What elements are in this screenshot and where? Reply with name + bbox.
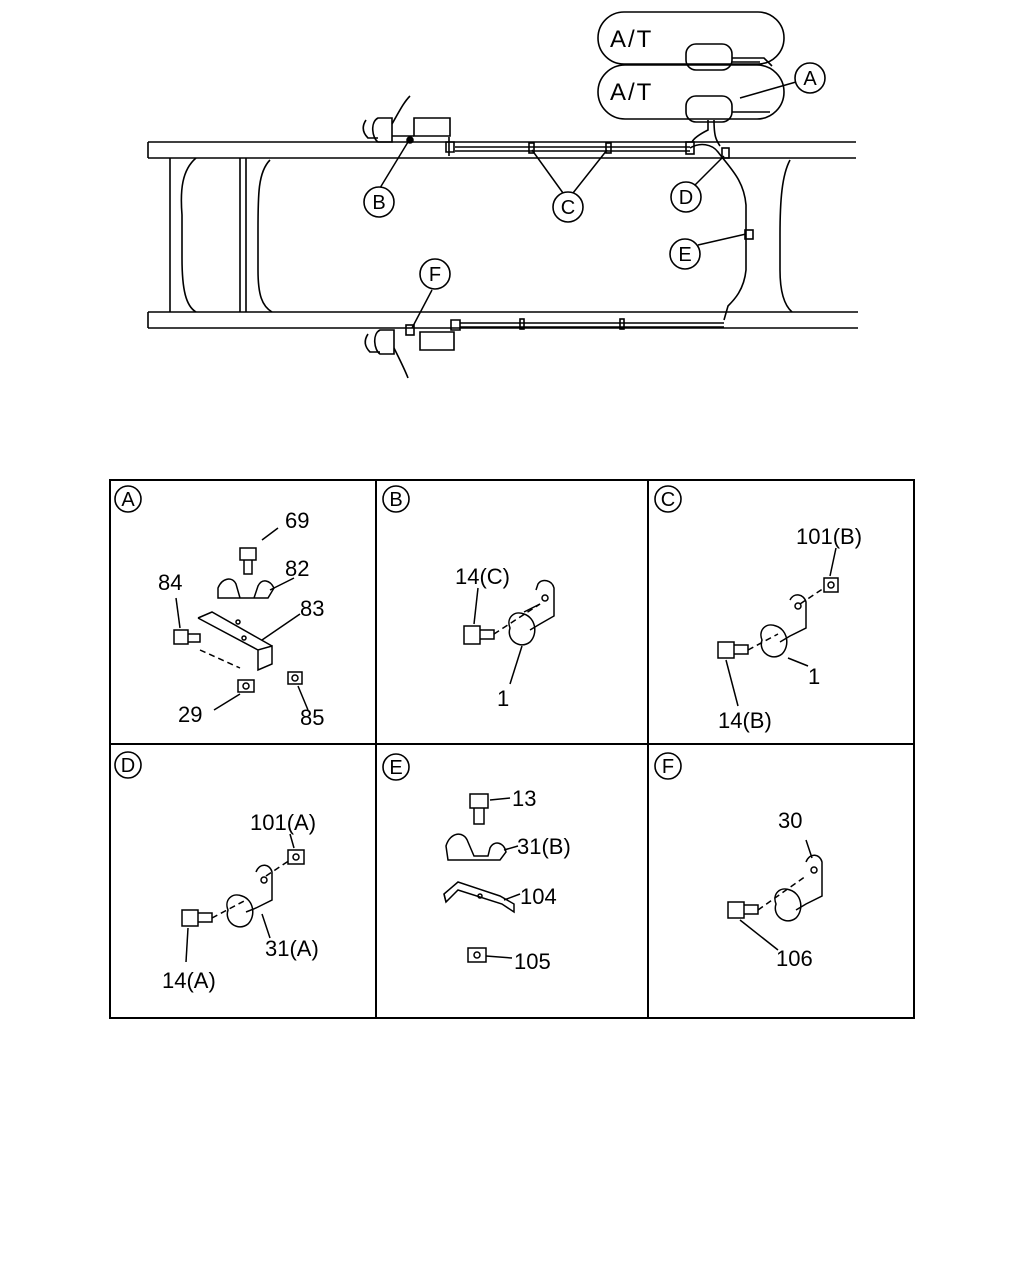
svg-text:A: A [803,68,817,90]
detail-d: D 101(A) 31(A) 14(A) [114,751,319,993]
svg-text:E: E [389,757,402,779]
air-tank-lower [597,64,785,120]
part-label-29: 29 [178,702,202,727]
part-label-105: 105 [514,949,551,974]
svg-text:E: E [678,244,691,266]
air-tanks [597,11,785,147]
part-label-101b: 101(B) [796,524,862,549]
svg-text:D: D [679,187,693,209]
svg-text:F: F [662,756,674,778]
part-label-101a: 101(A) [250,810,316,835]
svg-text:F: F [429,264,441,286]
part-label-30: 30 [778,808,802,833]
part-label-31b: 31(B) [517,834,571,859]
part-label-13: 13 [512,786,536,811]
part-label-84: 84 [158,570,182,595]
part-label-83: 83 [300,596,324,621]
part-label-85: 85 [300,705,324,730]
detail-b: B 14(C) 1 [382,485,555,711]
part-label-14a: 14(A) [162,968,216,993]
detail-e: E 13 31(B) 104 105 [382,753,571,974]
svg-text:B: B [372,192,385,214]
air-tank-label-lower: A/T [610,79,653,106]
part-label-82: 82 [285,556,309,581]
callout-e: E [669,238,701,270]
callout-a: A [794,62,826,94]
svg-text:B: B [389,489,402,511]
detail-c: C 101(B) 1 14(B) [654,485,862,733]
svg-text:C: C [561,197,575,219]
brake-chamber-upper [362,95,451,144]
part-label-14c: 14(C) [455,564,510,589]
callout-c: C [552,191,584,223]
part-label-69: 69 [285,508,309,533]
part-label-1-b: 1 [497,686,509,711]
part-label-104: 104 [520,884,557,909]
callout-b: B [363,186,395,218]
detail-f: F 30 106 [654,752,823,971]
svg-text:D: D [121,755,135,777]
part-label-1-c: 1 [808,664,820,689]
air-tank-upper [597,11,785,65]
svg-text:A: A [121,489,135,511]
part-label-14b: 14(B) [718,708,772,733]
detail-a: A 69 82 84 83 29 85 [114,485,324,730]
svg-text:C: C [661,489,675,511]
detail-grid [109,479,915,1019]
chassis-overview [147,137,858,331]
air-tank-label-upper: A/T [610,26,653,53]
callout-d: D [670,181,702,213]
brake-chamber-lower [364,324,455,379]
part-label-106: 106 [776,946,813,971]
part-label-31a: 31(A) [265,936,319,961]
callout-f: F [419,258,451,290]
